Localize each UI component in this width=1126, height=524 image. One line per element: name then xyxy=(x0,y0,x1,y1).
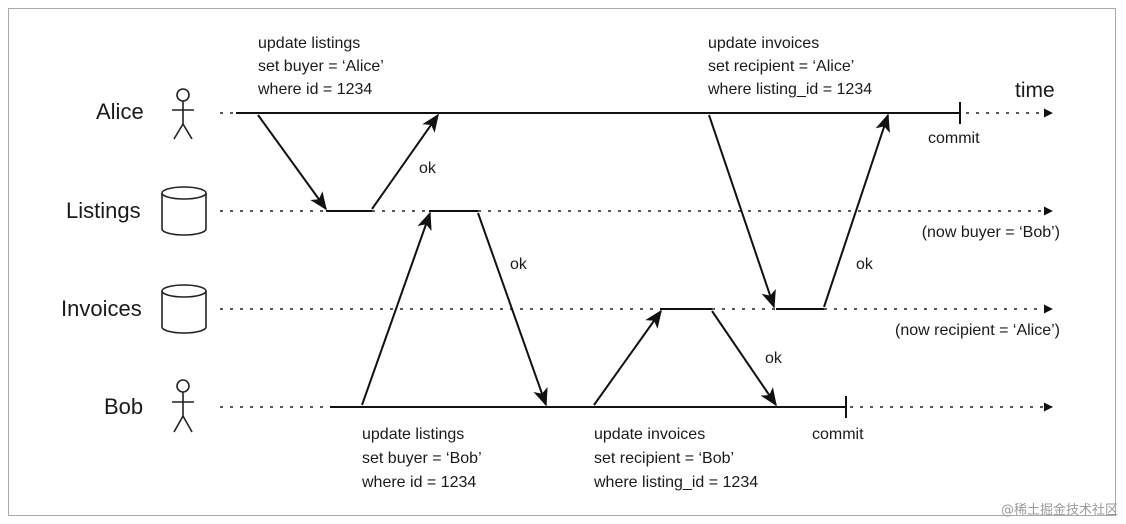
diagram-frame xyxy=(8,8,1116,516)
bob-label: Bob xyxy=(104,394,143,419)
alice-query-1-line-2: set buyer = ‘Alice’ xyxy=(258,58,384,75)
invoices-ok-alice-arrow xyxy=(823,113,890,308)
solid-timelines xyxy=(236,102,961,418)
alice-query-2-line-3: where listing_id = 1234 xyxy=(707,81,872,98)
listings-database-icon xyxy=(161,186,207,236)
time-label: time xyxy=(1015,79,1055,102)
bob-query-2-line-1: update invoices xyxy=(594,426,705,443)
watermark: @稀土掘金技术社区 xyxy=(1001,502,1118,518)
ok-label-invoices-bob: ok xyxy=(765,350,783,367)
bob-request-invoices-arrow xyxy=(593,309,662,406)
bob-query-2-line-2: set recipient = ‘Bob’ xyxy=(594,450,734,467)
ok-label-listings-bob: ok xyxy=(510,256,528,273)
alice-label: Alice xyxy=(96,99,144,124)
alice-query-2-line-1: update invoices xyxy=(708,35,819,52)
invoices-ok-bob-arrow xyxy=(711,310,777,407)
ok-label-listings-alice: ok xyxy=(419,160,437,177)
invoices-label: Invoices xyxy=(61,296,142,321)
alice-query-1-line-1: update listings xyxy=(258,35,360,52)
bob-request-listings-arrow xyxy=(361,211,432,406)
bob-commit-label: commit xyxy=(812,426,864,443)
ok-label-invoices-alice: ok xyxy=(856,256,874,273)
bob-query-1-line-2: set buyer = ‘Bob’ xyxy=(362,450,482,467)
dashed-timelines xyxy=(220,108,1053,412)
invoices-result-annotation: (now recipient = ‘Alice’) xyxy=(895,322,1060,339)
bob-query-2-line-3: where listing_id = 1234 xyxy=(593,474,758,491)
listings-result-annotation: (now buyer = ‘Bob’) xyxy=(922,224,1060,241)
bob-query-1-line-3: where id = 1234 xyxy=(361,474,476,491)
alice-person-icon xyxy=(172,88,194,140)
alice-query-1-line-3: where id = 1234 xyxy=(257,81,372,98)
alice-commit-label: commit xyxy=(928,130,980,147)
invoices-database-icon xyxy=(161,284,207,334)
bob-person-icon xyxy=(172,379,194,433)
alice-query-2-line-2: set recipient = ‘Alice’ xyxy=(708,58,854,75)
alice-request-invoices-arrow xyxy=(708,114,776,309)
listings-ok-bob-arrow xyxy=(477,212,548,407)
bob-query-1-line-1: update listings xyxy=(362,426,464,443)
listings-label: Listings xyxy=(66,198,141,223)
message-arrows xyxy=(257,113,890,407)
alice-request-listings-arrow xyxy=(257,114,327,211)
listings-ok-alice-arrow xyxy=(371,113,439,210)
